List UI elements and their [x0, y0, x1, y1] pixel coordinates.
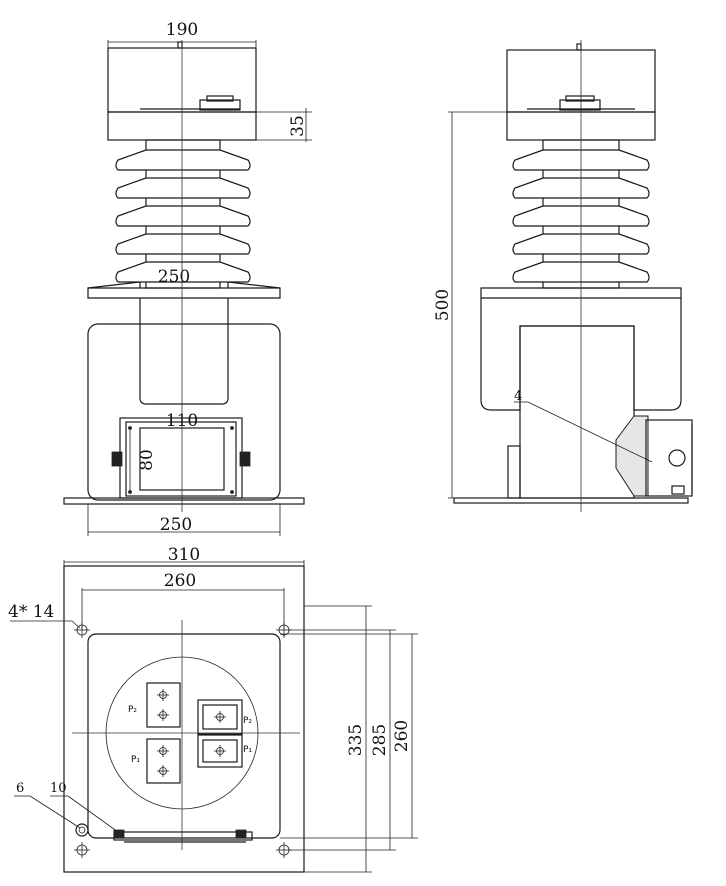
- dim-80-label: 80: [137, 449, 157, 471]
- dim-335-label: 335: [346, 724, 366, 756]
- top-terminal-nut: [206, 95, 234, 102]
- terminal-p2-right: [197, 699, 243, 735]
- secondary-box: 80 110: [111, 411, 251, 499]
- bottom-view: 310 260 P₂ P₁: [8, 545, 418, 873]
- dim-310: 310: [63, 545, 305, 566]
- left-gland: [111, 451, 123, 467]
- dim-250-bottom-label: 250: [160, 515, 192, 535]
- ground-bolt: [75, 823, 89, 837]
- callout-6: 6: [14, 781, 81, 829]
- dim-260-right-label: 260: [392, 720, 412, 752]
- terminal-p1-right-label: P₁: [243, 745, 252, 755]
- terminal-p1-right: [197, 734, 243, 768]
- cover-pin: [177, 41, 183, 49]
- dim-500: 500: [433, 111, 507, 499]
- dim-285: 285: [288, 629, 396, 851]
- dim-260-right: 260: [280, 633, 418, 839]
- side-body-lower: [519, 325, 635, 499]
- hole-top-left: [74, 622, 90, 638]
- hole-callout-label: 4* 14: [8, 602, 54, 622]
- terminal-p1-left: [146, 738, 181, 784]
- dim-260-top: 260: [81, 571, 285, 630]
- base-plate: [63, 497, 305, 505]
- side-secondary-shroud: [615, 415, 649, 497]
- bottom-secondary-edge: [113, 831, 253, 841]
- bottom-body-outline: [87, 633, 281, 839]
- dim-35: 35: [256, 108, 312, 142]
- callout-10: 10: [50, 781, 119, 833]
- terminal-block-right: P₂ P₁: [197, 699, 252, 768]
- terminal-block-left: P₂ P₁: [128, 682, 181, 784]
- dim-335: 335: [304, 605, 372, 873]
- callout-4-label: 4: [514, 389, 522, 404]
- callout-6-label: 6: [16, 781, 24, 796]
- callout-4: 4: [514, 389, 653, 463]
- terminal-p1-left-label: P₁: [131, 755, 140, 765]
- dim-310-label: 310: [168, 545, 200, 565]
- callout-10-label: 10: [50, 781, 67, 796]
- dim-285-label: 285: [370, 724, 390, 756]
- dim-250-top-label: 250: [158, 267, 190, 287]
- transformer-body: [87, 323, 281, 501]
- dim-500-label: 500: [433, 289, 453, 321]
- front-view: 190 35 250: [63, 20, 312, 536]
- side-view: 500 4: [433, 40, 693, 512]
- right-gland: [239, 451, 251, 467]
- dim-260-top-label: 260: [164, 571, 196, 591]
- insulator-sheds: [115, 139, 251, 289]
- bottom-base-plate: [63, 565, 305, 873]
- top-terminal: [199, 99, 241, 111]
- terminal-p2-left: [146, 682, 181, 728]
- dim-35-label: 35: [288, 115, 308, 137]
- terminal-p2-right-label: P₂: [243, 716, 252, 726]
- hole-bottom-left: [74, 842, 90, 858]
- side-base-plate: [453, 497, 689, 504]
- dim-190-label: 190: [166, 20, 198, 40]
- hole-callout: 4* 14: [8, 602, 81, 629]
- terminal-p2-left-label: P₂: [128, 705, 137, 715]
- flange: 250: [87, 267, 281, 299]
- dim-250-bottom: 250: [87, 504, 281, 536]
